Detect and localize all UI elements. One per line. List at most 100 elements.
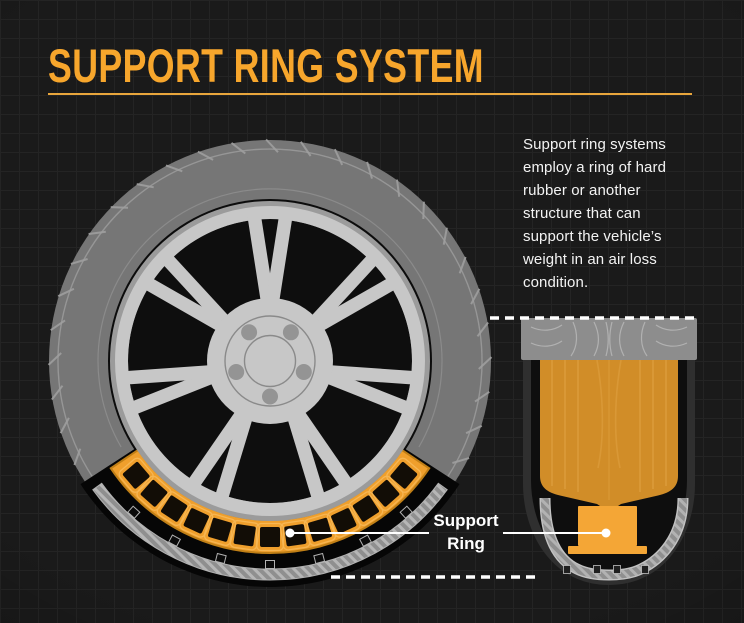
support-ring-label: Support Ring (430, 509, 502, 555)
wheel-spoke-arm (214, 412, 254, 501)
tread-notch (442, 227, 448, 245)
pedestal-column (578, 506, 637, 546)
tread-notch (476, 321, 489, 337)
callout-dot-pedestal (601, 528, 611, 538)
tread-notch (197, 150, 214, 161)
tread-groove (593, 321, 600, 357)
tread-notch (452, 457, 470, 464)
tread-nub (214, 552, 227, 565)
ring-hole (260, 527, 280, 547)
tread-groove (640, 321, 648, 357)
wheel-spoke-arm (286, 412, 326, 501)
rim-band-nub (593, 565, 601, 574)
tread-block-nubs-icon (127, 505, 413, 569)
lug-nut (262, 388, 278, 405)
tire-front-view (47, 138, 493, 587)
section-tread-cap (521, 318, 697, 360)
tread-notch (422, 201, 425, 220)
rim-band-nub (613, 565, 621, 574)
tire-tread-notches-icon (47, 138, 493, 466)
description-text: Support ring systems employ a ring of ha… (523, 133, 666, 294)
ring-hole-frame (136, 475, 172, 511)
description-line: employ a ring of hard (523, 159, 667, 176)
tread-notch (396, 179, 401, 197)
support-ring-label-line2: Ring (447, 534, 485, 553)
description-line: structure that can (523, 205, 641, 222)
tread-notch (465, 424, 483, 435)
section-rim-band (539, 497, 689, 581)
ring-hole (161, 495, 188, 522)
description-line: weight in an air loss (523, 251, 657, 268)
support-ring-holes-icon (118, 457, 422, 552)
section-ring-texture (551, 359, 667, 500)
wheel-spoke-arm (129, 369, 217, 415)
tread-separator-line (57, 148, 483, 477)
tread-notch (88, 230, 106, 235)
ring-hole-frame (348, 491, 384, 527)
tread-notch (57, 287, 75, 298)
tread-groove (605, 321, 609, 357)
tire-cross-section (521, 318, 697, 585)
tread-notch (333, 148, 344, 166)
tread-notch (230, 142, 246, 155)
ring-hole (122, 462, 150, 489)
tread-notch (299, 141, 312, 157)
ring-hole (352, 495, 379, 522)
tread-groove (530, 340, 563, 347)
tread-groove (655, 324, 688, 331)
section-support-ring-fill (540, 358, 678, 512)
tread-nub (127, 505, 141, 519)
tread-groove (655, 340, 688, 347)
wheel-spoke-arm (187, 408, 249, 489)
ring-hole (308, 517, 332, 542)
description-line: condition. (523, 274, 589, 291)
pedestal-base (568, 546, 647, 554)
ring-hole (372, 480, 400, 507)
tread-nub (313, 552, 326, 565)
support-ring-label-line1: Support (433, 511, 499, 530)
wheel-spoke-arm (323, 369, 411, 415)
tread-notch (474, 390, 490, 403)
tread-notch (73, 448, 82, 466)
ring-hole-frame (118, 457, 154, 493)
ring-hole-frame (203, 513, 237, 547)
wheel-spoke-arm (313, 276, 397, 333)
callout-dot-ring (285, 528, 295, 538)
hub-bore (243, 334, 297, 388)
tread-nub (265, 560, 275, 569)
description-line: support the vehicle’s (523, 228, 662, 245)
ring-hole (233, 524, 256, 547)
support-ring-arc (109, 448, 431, 554)
lug-nut (295, 364, 312, 380)
deflated-band-shape (92, 482, 448, 581)
rim-band-nub (641, 565, 649, 574)
lug-nut (241, 324, 258, 341)
wheel-spoke-arm (326, 364, 416, 385)
tread-nub (358, 534, 373, 548)
wheel-spoke-arm (291, 408, 353, 489)
tread-notch (265, 138, 279, 153)
wheel-spoke-arm (265, 214, 293, 305)
texture-chevron (596, 359, 604, 469)
hub-disc (207, 298, 333, 424)
tread-notch (470, 288, 481, 305)
lug-nut (282, 324, 299, 341)
ring-hole-frame (179, 503, 214, 538)
tread-notch (51, 385, 64, 401)
tread-groove (570, 321, 578, 357)
tread-notch (366, 161, 373, 179)
wheel-spoke-arm (308, 253, 379, 328)
wheel-spoke-arm (143, 276, 227, 333)
texture-chevron (614, 359, 622, 469)
tread-notch (110, 206, 129, 209)
tread-groove (618, 321, 625, 357)
tread-groove (609, 321, 613, 357)
section-pedestal (568, 506, 647, 554)
tread-notch (136, 183, 154, 189)
page-title: SUPPORT RING SYSTEM (48, 39, 484, 92)
wheel-spoke-arm (161, 253, 232, 328)
ring-hole-frame (229, 519, 260, 551)
ring-hole-frame (156, 491, 192, 527)
